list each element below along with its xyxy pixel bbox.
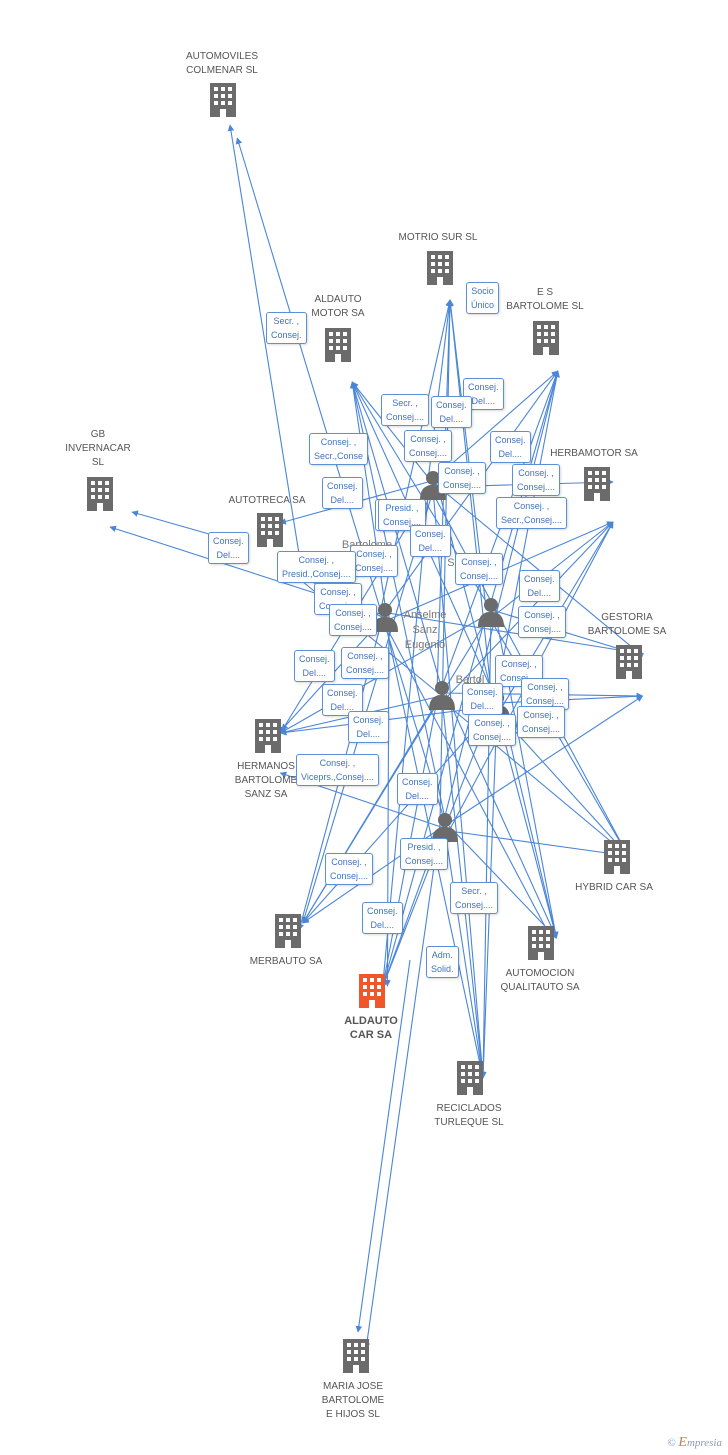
company-label[interactable]: AUTOTRECA SA — [228, 495, 306, 506]
relation-edge — [494, 370, 560, 703]
building-icon[interactable] — [616, 645, 642, 679]
person-icon[interactable] — [429, 681, 455, 710]
relation-edge — [444, 830, 486, 1079]
relation-edge — [387, 612, 645, 657]
relation-edge — [447, 299, 493, 702]
company-label[interactable]: GESTORIA BARTOLOME SA — [587, 612, 667, 637]
building-icon[interactable] — [457, 1061, 483, 1095]
relation-badge[interactable]: Consej. , Consej.... — [518, 606, 567, 638]
relation-badge[interactable]: Consej. , Consej.... — [341, 647, 390, 679]
relation-edge — [363, 823, 441, 1350]
relation-badge[interactable]: Consej. , Consej.... — [468, 714, 517, 746]
copyright-mark: © — [667, 1437, 676, 1449]
relation-edge — [227, 124, 301, 561]
relation-edge — [349, 381, 388, 619]
building-icon[interactable] — [255, 719, 281, 753]
company-label[interactable]: HERBAMOTOR SA — [550, 448, 638, 459]
relation-badge[interactable]: Consej. Del.... — [294, 650, 335, 682]
relation-edge — [380, 616, 553, 940]
relation-badge[interactable]: Consej. , Consej.... — [495, 655, 544, 687]
relation-edge — [448, 825, 557, 939]
company-label[interactable]: AUTOMOVILES COLMENAR SL — [185, 51, 259, 76]
company-label[interactable]: E S BARTOLOME SL — [506, 287, 584, 312]
relation-edge — [302, 700, 501, 924]
relation-badge[interactable]: Consej. Del.... — [431, 396, 472, 428]
relation-badge[interactable]: Consej. , Presid.,Consej.... — [277, 551, 356, 583]
relation-edge — [493, 707, 629, 857]
relation-badge[interactable]: Secr. , Consej.... — [450, 882, 499, 914]
relation-edge — [433, 482, 644, 657]
company-label[interactable]: ALDAUTO MOTOR SA — [311, 294, 365, 319]
relation-badge[interactable]: Consej. Del.... — [348, 711, 389, 743]
company-label[interactable]: RECICLADOS TURLEQUE SL — [434, 1103, 504, 1128]
relation-badge[interactable]: Consej. , Consej.... — [455, 553, 504, 585]
relation-badge[interactable]: Consej. Del.... — [208, 532, 249, 564]
relation-badge[interactable]: Consej. Del.... — [490, 431, 531, 463]
building-icon[interactable] — [604, 840, 630, 874]
building-icon[interactable] — [275, 914, 301, 948]
relation-badge[interactable]: Consej. Del.... — [462, 683, 503, 715]
relation-badge[interactable]: Consej. Del.... — [397, 773, 438, 805]
company-label[interactable]: MARIA JOSE BARTOLOME E HIJOS SL — [321, 1381, 385, 1420]
person-label[interactable]: Anselme Sanz Eugenio — [403, 609, 447, 651]
company-label[interactable]: GB INVERNACAR SL — [65, 429, 131, 468]
relation-badge[interactable]: Consej. , Consej.... — [325, 853, 374, 885]
building-icon[interactable] — [584, 467, 610, 501]
building-icon[interactable] — [210, 83, 236, 117]
relation-badge[interactable]: Secr. , Consej. — [266, 312, 307, 344]
relation-badge[interactable]: Adm. Solid. — [426, 946, 459, 978]
relation-badge[interactable]: Consej. Del.... — [322, 477, 363, 509]
relation-badge[interactable]: Consej. , Viceprs.,Consej.... — [296, 754, 379, 786]
relation-badge[interactable]: Consej. Del.... — [322, 684, 363, 716]
relation-edge — [442, 370, 560, 825]
relation-edge — [355, 959, 411, 1333]
company-label[interactable]: HYBRID CAR SA — [575, 882, 653, 893]
brand-logo: © Empresia — [667, 1435, 722, 1451]
building-icon[interactable] — [533, 321, 559, 355]
relation-badge[interactable]: Consej. , Secr.,Conse — [309, 433, 369, 465]
brand-initial: E — [678, 1435, 687, 1450]
relation-edge — [439, 299, 454, 824]
relation-badge[interactable]: Consej. , Consej.... — [404, 430, 453, 462]
relation-badge[interactable]: Secr. , Consej.... — [381, 394, 430, 426]
relation-badge[interactable]: Consej. , Consej.... — [438, 462, 487, 494]
building-icon[interactable] — [87, 477, 113, 511]
relation-edge — [441, 829, 629, 859]
company-label[interactable]: MERBAUTO SA — [249, 956, 323, 967]
building-icon[interactable] — [528, 926, 554, 960]
company-label[interactable]: ALDAUTO CAR SA — [344, 1015, 398, 1041]
relation-edge — [495, 521, 614, 615]
relation-edge — [432, 488, 486, 1079]
relation-badge[interactable]: Socio Único — [466, 282, 500, 314]
brand-name: mpresia — [686, 1437, 722, 1449]
relation-edge — [351, 381, 436, 487]
relation-badge[interactable]: Consej. , Consej.... — [512, 464, 561, 496]
building-icon[interactable] — [343, 1339, 369, 1373]
relation-badge[interactable]: Consej. Del.... — [362, 902, 403, 934]
relation-badge[interactable]: Consej. , Consej.... — [521, 678, 570, 710]
relation-edge — [445, 693, 557, 939]
building-icon[interactable] — [427, 251, 453, 285]
relation-badge[interactable]: Consej. , Consej.... — [329, 604, 378, 636]
company-label[interactable]: MOTRIO SUR SL — [398, 232, 478, 243]
building-icon[interactable] — [359, 974, 385, 1008]
relation-badge[interactable]: Consej. , Consej.... — [517, 706, 566, 738]
relation-edge — [445, 695, 644, 826]
relation-badge[interactable]: Consej. , Consej.... — [350, 545, 399, 577]
relation-edge — [439, 370, 559, 693]
relation-badge[interactable]: Presid. , Consej.... — [400, 838, 449, 870]
relation-badge[interactable]: Consej. , Secr.,Consej.... — [496, 497, 568, 529]
relation-badge[interactable]: Consej. Del.... — [519, 570, 560, 602]
company-label[interactable]: HERMANOS BARTOLOME SANZ SA — [234, 761, 298, 800]
building-icon[interactable] — [257, 513, 283, 547]
building-icon[interactable] — [325, 328, 351, 362]
relation-badge[interactable]: Consej. Del.... — [410, 525, 451, 557]
company-label[interactable]: AUTOMOCION QUALITAUTO SA — [500, 968, 580, 993]
